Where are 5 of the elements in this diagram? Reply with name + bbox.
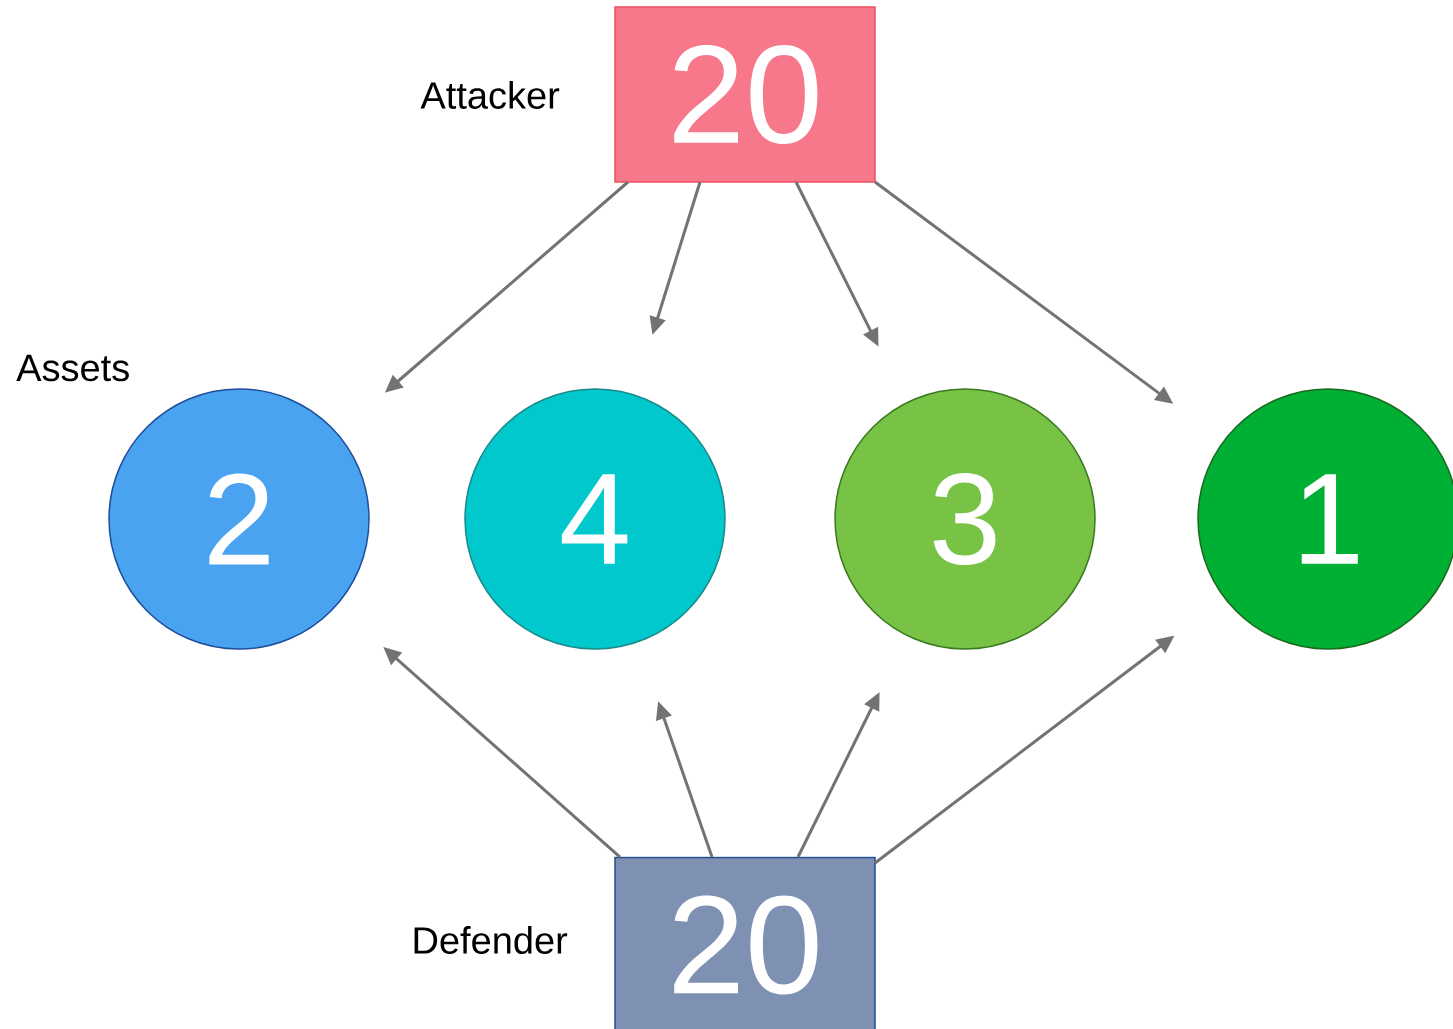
role-label: Defender xyxy=(414,926,568,954)
defender-box: 20 xyxy=(614,856,876,1029)
group-label: Assets xyxy=(16,354,129,382)
role-label: Attacker xyxy=(420,81,560,109)
attacker-box: 20 xyxy=(614,6,876,183)
